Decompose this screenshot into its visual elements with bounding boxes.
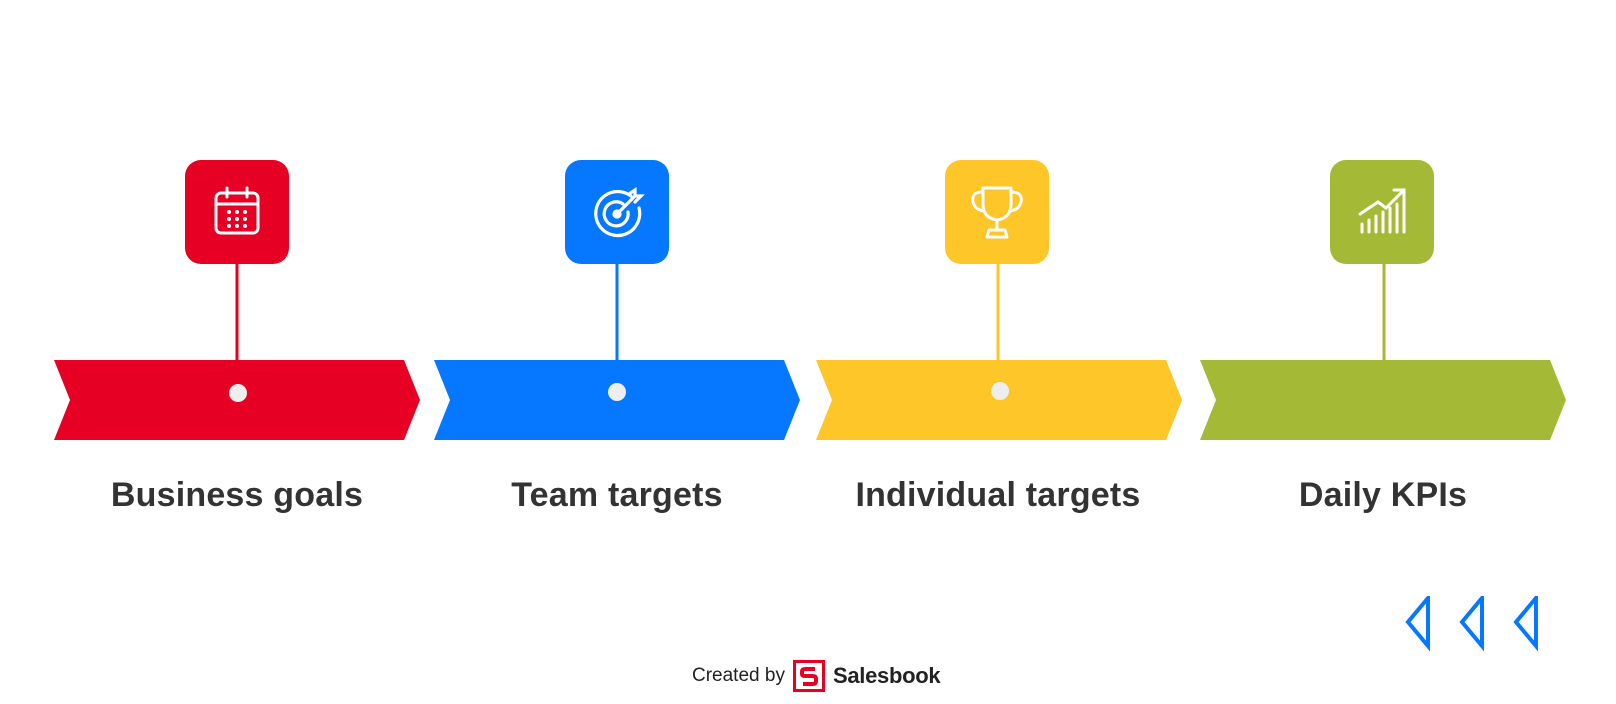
target-icon-box (565, 160, 669, 264)
step-1-label: Business goals (110, 476, 364, 514)
step-3-arrow (816, 360, 1182, 440)
calendar-icon-box (185, 160, 289, 264)
step-2-label: Team targets (511, 476, 723, 514)
created-by-text: Created by (692, 665, 785, 686)
back-triangle-icon[interactable] (1459, 596, 1484, 652)
trophy-icon-box (945, 160, 1049, 264)
growth-chart-icon-box (1330, 160, 1434, 264)
step-2-dot (608, 383, 626, 401)
back-navigation[interactable] (1404, 596, 1544, 652)
back-triangle-icon[interactable] (1513, 596, 1538, 652)
calendar-icon (214, 186, 260, 235)
brand-name[interactable]: Salesbook (832, 663, 941, 688)
growth-chart-icon (1358, 188, 1406, 234)
step-4 (1200, 264, 1566, 440)
step-1 (54, 264, 420, 440)
step-4-arrow (1200, 360, 1566, 440)
trophy-icon (971, 186, 1023, 239)
step-3 (816, 264, 1182, 440)
step-4-label: Daily KPIs (1298, 476, 1468, 514)
step-3-label: Individual targets (855, 476, 1141, 514)
back-triangle-icon[interactable] (1405, 596, 1430, 652)
step-3-dot (991, 382, 1009, 400)
step-1-dot (229, 384, 247, 402)
footer-credit: Created by Salesbook (692, 660, 941, 692)
salesbook-logo-icon (792, 660, 825, 692)
step-2 (434, 264, 800, 440)
target-icon (594, 187, 645, 238)
